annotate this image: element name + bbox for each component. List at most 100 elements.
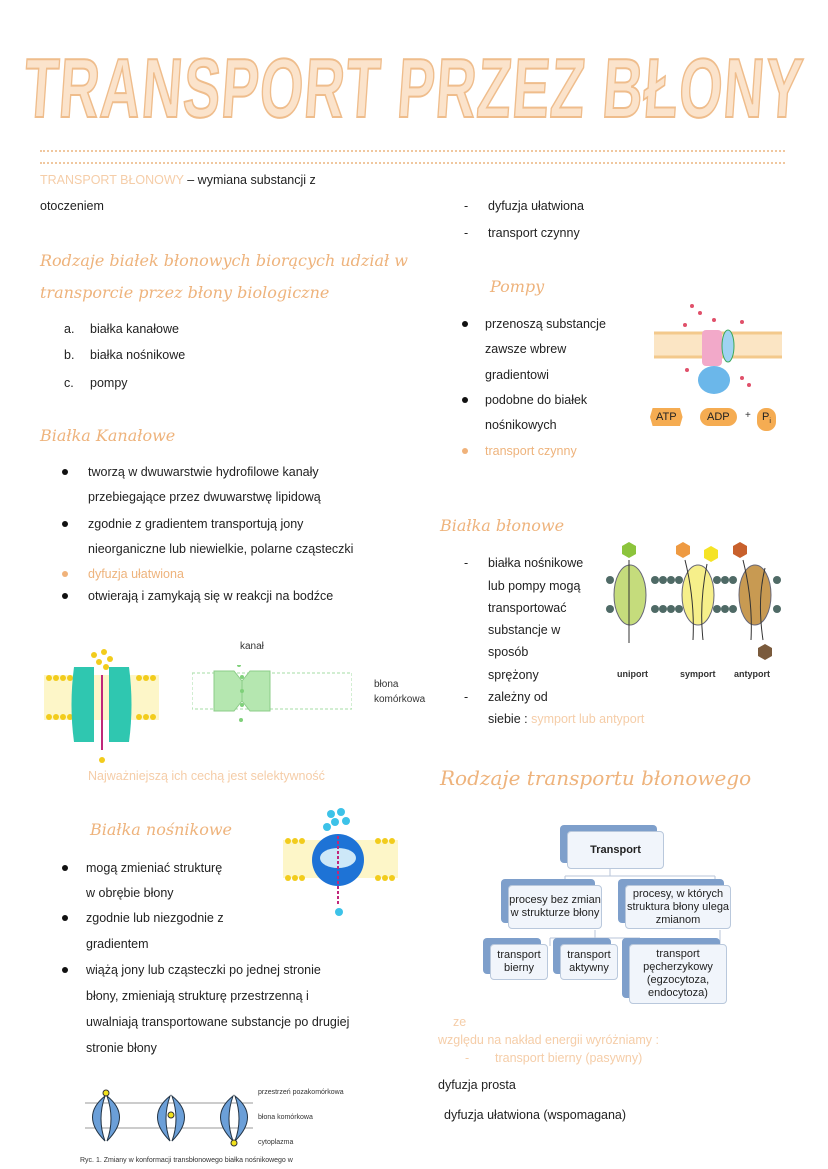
plus-sign: +	[745, 410, 751, 421]
channel-protein-illustration	[44, 649, 159, 763]
list-item: przenoszą substancje	[485, 317, 606, 331]
adp-badge: ADP	[700, 408, 737, 426]
list-item: białka nośnikowe	[488, 556, 584, 570]
chart-node-root: Transport	[567, 831, 664, 869]
list-item: zależny od	[488, 690, 548, 704]
figure-label: błona komórkowa	[258, 1114, 313, 1121]
bullet	[62, 521, 68, 527]
list-item-highlight-line: siebie : symport lub antyport	[488, 710, 644, 728]
figure-label: uniport	[617, 669, 648, 679]
bullet	[462, 397, 468, 403]
heading-protein-types: Rodzaje białek błonowych biorących udzia…	[40, 251, 408, 270]
list-item: mogą zmieniać strukturę	[86, 861, 223, 875]
chart-node: procesy, w których struktura błony ulega…	[625, 885, 731, 929]
figure-label: kanał	[240, 641, 264, 652]
channel-schematic-illustration	[192, 665, 352, 722]
dash: -	[464, 556, 469, 570]
figure-caption: Ryc. 1. Zmiany w konformacji transbłonow…	[80, 1157, 293, 1164]
bullet	[62, 469, 68, 475]
dash: -	[464, 226, 469, 240]
list-item: gradientem	[86, 937, 149, 951]
phosphate-label: P	[762, 411, 770, 423]
figure-label: przestrzeń pozakomórkowa	[258, 1089, 344, 1096]
dash: -	[465, 1051, 470, 1065]
intro-line-2: otoczeniem	[40, 199, 104, 213]
phosphate-badge: Pi	[757, 408, 776, 432]
dash: -	[464, 690, 469, 704]
pump-illustration	[654, 304, 782, 394]
list-item: podobne do białek	[485, 393, 588, 407]
list-item: transportować	[488, 601, 567, 615]
list-item: wiążą jony lub cząsteczki po jednej stro…	[86, 963, 321, 977]
bullet	[62, 915, 68, 921]
conformation-change-illustration	[85, 1089, 253, 1147]
figure-label: cytoplazma	[258, 1139, 294, 1146]
bullet	[462, 321, 468, 327]
list-marker: a.	[64, 322, 75, 336]
page-title: TRANSPORT PRZEZ BŁONY	[20, 40, 807, 136]
list-item: zgodnie z gradientem transportują jony	[88, 517, 304, 531]
atp-badge: ATP	[650, 408, 683, 426]
heading-transport-types: Rodzaje transportu błonowego	[440, 766, 752, 790]
list-item: dyfuzja ułatwiona	[88, 567, 184, 581]
list-item: transport czynny	[488, 226, 580, 240]
list-item: zgodnie lub niezgodnie z	[86, 911, 224, 925]
energy-item: transport bierny (pasywny)	[495, 1051, 643, 1065]
heading-channel-proteins: Białka Kanałowe	[40, 426, 176, 445]
intro-term: TRANSPORT BŁONOWY	[40, 173, 184, 187]
list-item: uwalniają transportowane substancje po d…	[86, 1015, 350, 1029]
list-item: zawsze wbrew	[485, 342, 567, 356]
heading-pumps: Pompy	[490, 277, 545, 296]
bullet	[62, 865, 68, 871]
figure-label: symport	[680, 669, 716, 679]
list-item: przebiegające przez dwuwarstwę lipidową	[88, 490, 321, 504]
heading-carrier-proteins: Białka nośnikowe	[90, 820, 232, 839]
energy-text: względu na nakład energii wyróżniamy :	[438, 1033, 659, 1047]
list-item: dyfuzja ułatwiona (wspomagana)	[444, 1108, 627, 1122]
list-item: transport czynny	[485, 444, 577, 458]
list-marker: b.	[64, 348, 75, 362]
chart-node: transport aktywny	[560, 944, 618, 980]
list-item: substancje w	[488, 623, 561, 637]
list-item: sposób	[488, 645, 529, 659]
bullet	[62, 967, 68, 973]
bullet	[462, 448, 468, 454]
list-item: dyfuzja ułatwiona	[488, 199, 584, 213]
phosphate-subscript: i	[769, 418, 771, 426]
list-item: gradientowi	[485, 368, 549, 382]
heading-protein-types-2: transporcie przez błony biologiczne	[40, 283, 330, 302]
list-item: sprężony	[488, 668, 539, 682]
list-item: nośnikowych	[485, 418, 557, 432]
list-item: lub pompy mogą	[488, 579, 581, 593]
selectivity-note: Najważniejszą ich cechą jest selektywnoś…	[88, 769, 325, 783]
figure-label: komórkowa	[374, 694, 426, 705]
list-item: błony, zmieniają strukturę przestrzenną …	[86, 989, 309, 1003]
dotted-divider	[40, 150, 785, 164]
list-item: białka nośnikowe	[90, 348, 186, 362]
list-marker: c.	[64, 376, 74, 390]
list-item: w obrębie błony	[86, 886, 174, 900]
list-item: białka kanałowe	[90, 322, 179, 336]
intro-line: TRANSPORT BŁONOWY – wymiana substancji z	[40, 171, 316, 189]
figure-label: antyport	[734, 669, 770, 679]
energy-text: ze	[453, 1015, 467, 1029]
list-item: nieorganiczne lub niewielkie, polarne cz…	[88, 542, 354, 556]
chart-node: procesy bez zmian w strukturze błony	[508, 885, 602, 929]
bullet	[62, 593, 68, 599]
carrier-protein-illustration	[283, 808, 398, 916]
porter-types-illustration	[606, 542, 781, 660]
chart-connectors	[549, 868, 721, 946]
chart-node: transport pęcherzykowy (egzocytoza, endo…	[629, 944, 727, 1004]
bullet	[62, 571, 68, 577]
list-item: siebie :	[488, 712, 528, 726]
list-item: dyfuzja prosta	[438, 1078, 516, 1092]
heading-membrane-proteins: Białka błonowe	[440, 516, 565, 535]
list-item: stronie błony	[86, 1041, 157, 1055]
intro-definition: – wymiana substancji z	[183, 173, 316, 187]
list-item: pompy	[90, 376, 128, 390]
chart-node: transport bierny	[490, 944, 548, 980]
figure-label: błona	[374, 679, 399, 690]
dash: -	[464, 199, 469, 213]
list-item: tworzą w dwuwarstwie hydrofilowe kanały	[88, 465, 319, 479]
